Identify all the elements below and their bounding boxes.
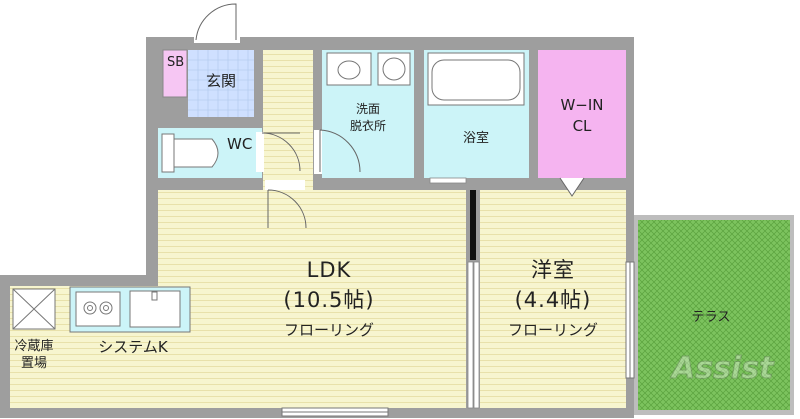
shoe-box xyxy=(162,49,188,98)
label-closet-line2: CL xyxy=(572,117,592,135)
washroom-door xyxy=(314,129,361,174)
terrace xyxy=(634,215,794,415)
kitchen-counter xyxy=(69,286,191,333)
label-terrace: テラス xyxy=(691,310,731,325)
entrance xyxy=(188,50,254,117)
toilet-room xyxy=(158,128,262,178)
label-western-room-size: (4.4帖) xyxy=(514,288,592,312)
toilet-door xyxy=(256,132,301,172)
label-fridge-line1: 冷蔵庫 xyxy=(14,339,54,354)
washroom xyxy=(322,50,414,178)
entrance-door xyxy=(194,3,240,43)
label-shoe-box: SB xyxy=(167,55,185,70)
svg-text:Assist: Assist xyxy=(670,351,775,386)
walk-in-closet xyxy=(538,50,626,178)
closet-door xyxy=(559,177,585,197)
bathroom xyxy=(424,50,529,178)
label-washroom-line2: 脱衣所 xyxy=(349,119,386,133)
label-bathroom: 浴室 xyxy=(462,131,489,146)
label-fridge-line2: 置場 xyxy=(20,356,47,371)
label-toilet: WC xyxy=(227,135,253,153)
label-ldk-size: (10.5帖) xyxy=(283,288,375,312)
label-ldk-name: LDK xyxy=(306,258,352,282)
corridor xyxy=(263,50,313,190)
label-ldk-floor: フローリング xyxy=(283,321,374,339)
label-closet-line1: W−IN xyxy=(560,96,604,114)
label-western-room-floor: フローリング xyxy=(507,321,598,339)
label-western-room-name: 洋室 xyxy=(531,258,575,282)
label-entrance: 玄関 xyxy=(205,72,236,90)
fridge-space xyxy=(12,288,56,330)
label-system-kitchen: システムK xyxy=(98,338,168,356)
ldk-door xyxy=(265,180,307,229)
assist-logo: Assist xyxy=(670,351,776,387)
windows xyxy=(281,177,635,417)
partition-wall xyxy=(466,190,480,409)
label-washroom-line1: 洗面 xyxy=(355,102,380,116)
western-room xyxy=(480,190,626,408)
